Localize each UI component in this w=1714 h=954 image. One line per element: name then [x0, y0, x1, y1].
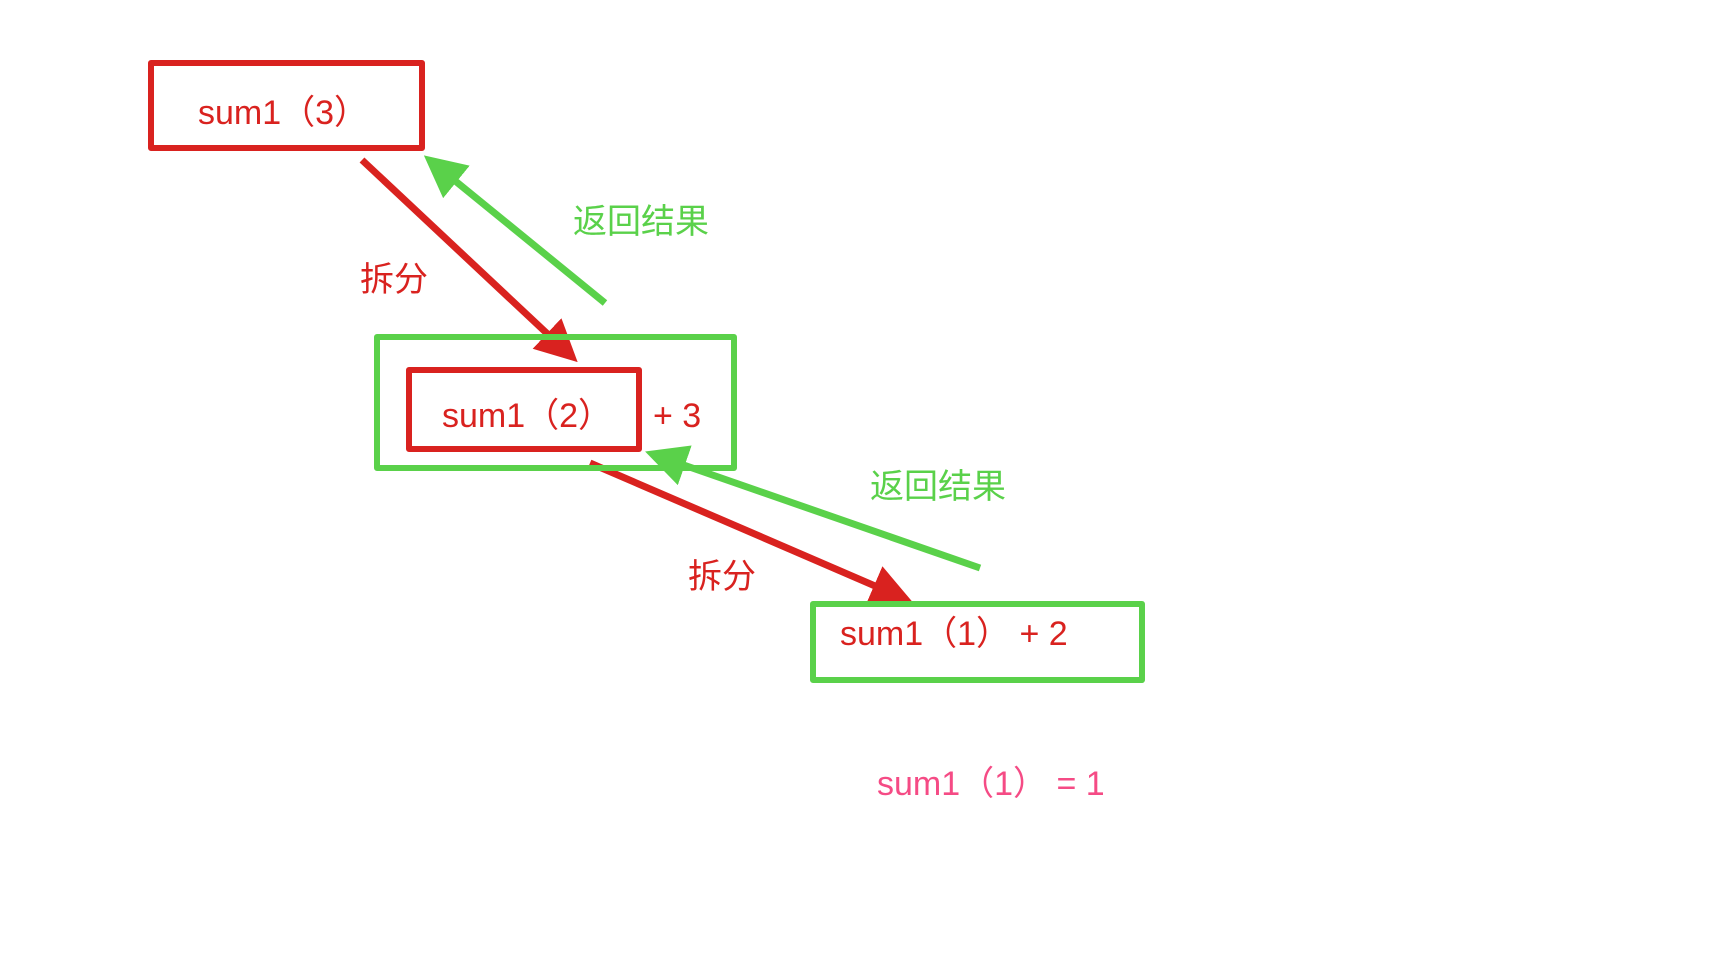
node-sum1-2	[406, 367, 642, 452]
split-arrow-1	[359, 157, 578, 363]
return-arrow-1	[423, 155, 608, 306]
node-sum1-3	[148, 60, 425, 151]
node-sum1-1-plus-2	[810, 601, 1145, 683]
node-sum1-2-label: sum1（2）	[442, 397, 613, 435]
return-label-1: 返回结果	[573, 203, 709, 241]
return-label-2: 返回结果	[870, 468, 1006, 506]
node-middle-outer	[374, 334, 737, 471]
split-label-1: 拆分	[360, 261, 428, 299]
return-arrow-2	[645, 445, 982, 572]
split-arrow-2	[588, 459, 913, 605]
split-label-2: 拆分	[688, 558, 756, 596]
node-sum1-1-label: sum1（1） + 2	[840, 615, 1068, 653]
base-case-label: sum1（1） = 1	[877, 765, 1105, 803]
node-sum1-3-label: sum1（3）	[198, 94, 369, 132]
node-middle-suffix: + 3	[653, 397, 702, 435]
